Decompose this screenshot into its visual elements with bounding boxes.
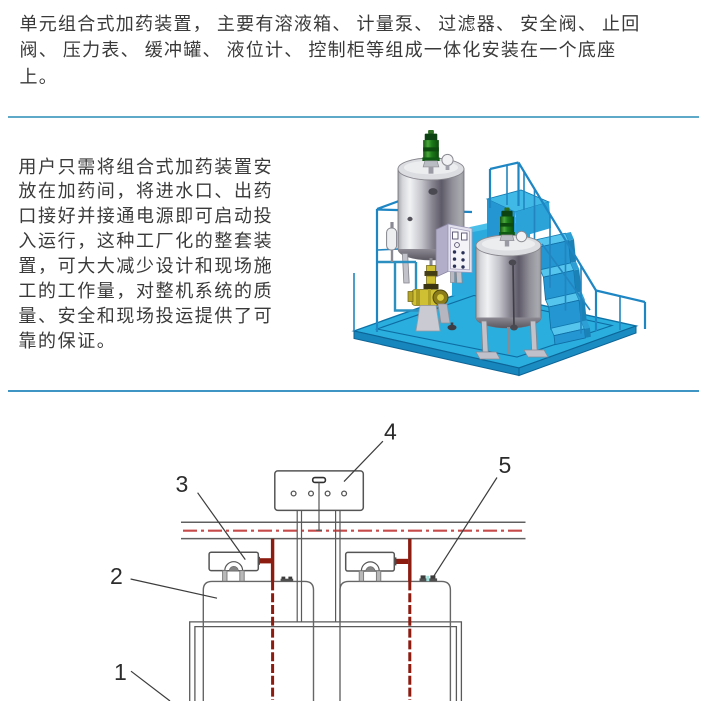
- svg-text:4: 4: [384, 418, 397, 444]
- svg-text:2: 2: [110, 563, 123, 589]
- svg-text:5: 5: [499, 452, 512, 478]
- svg-text:1: 1: [114, 659, 127, 685]
- svg-text:3: 3: [176, 471, 189, 497]
